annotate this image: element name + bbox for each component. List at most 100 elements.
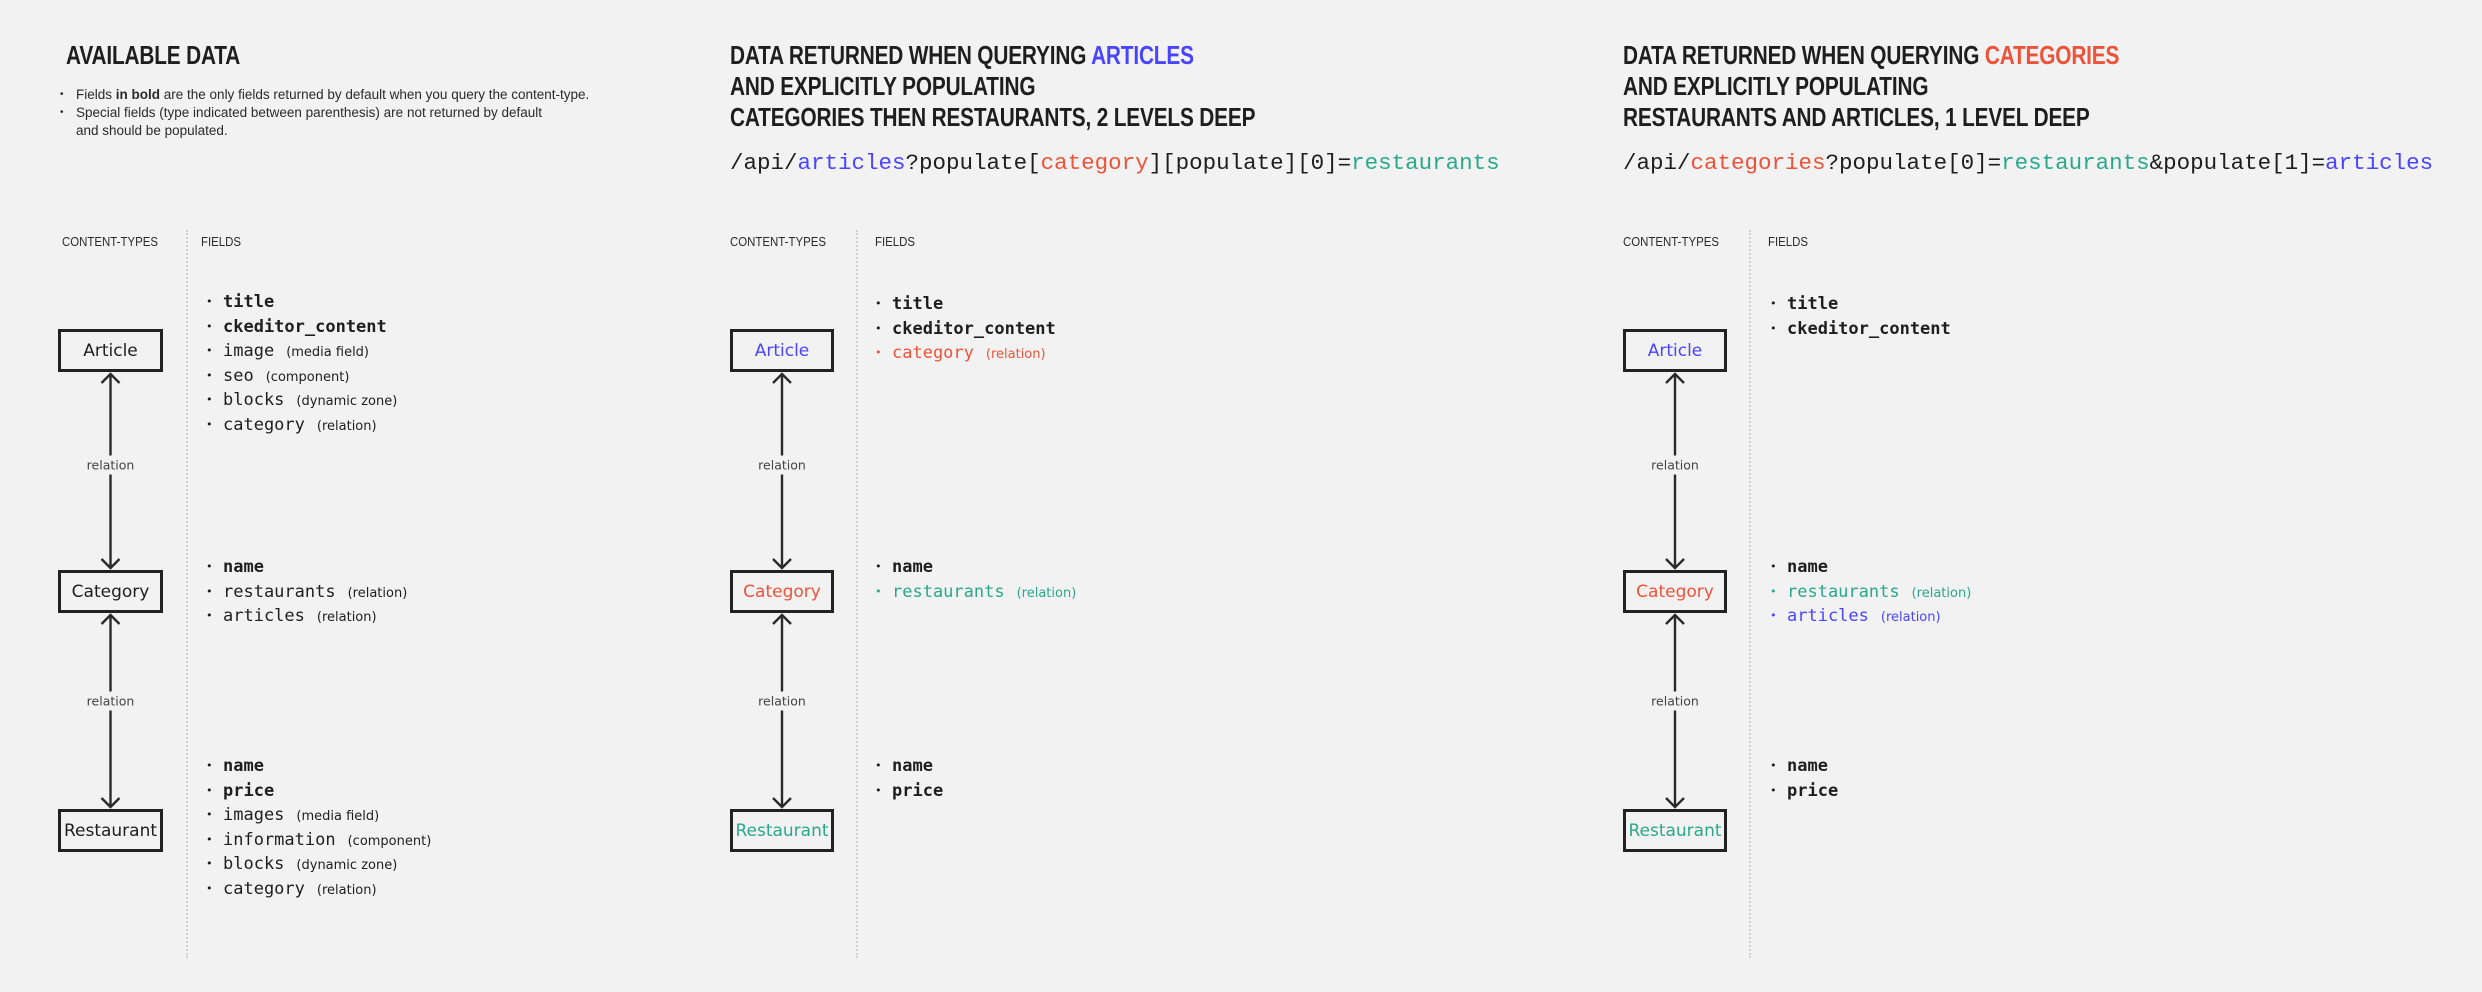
title-line: RESTAURANTS AND ARTICLES, 1 LEVEL DEEP [1623,102,2119,133]
field-type: (relation) [1880,610,1941,625]
column-title: AVAILABLE DATA [66,40,240,71]
content-types-header: CONTENT-TYPES [62,234,158,249]
content-type-name: Category [743,581,821,602]
field-name: category [223,414,305,435]
field-item: •ckeditor_content [206,315,387,339]
url-segment: articles [2325,150,2434,176]
bullet-icon: • [1770,321,1777,335]
relation-label: relation [758,455,806,475]
field-item: •title [206,290,274,314]
field-item: •title [875,292,943,316]
bullet-icon: • [206,584,213,598]
column-divider [856,230,858,958]
field-name: price [892,780,944,801]
content-type-box-article: Article [1623,329,1727,372]
field-name: name [223,557,264,577]
field-type: (component) [347,833,432,849]
url-segment: ?populate[0]= [1825,150,2002,176]
field-item: •price [1770,779,1838,803]
api-url: /api/articles?populate[category][populat… [730,150,1500,176]
fields-header: FIELDS [1768,234,1809,249]
content-type-name: Restaurant [735,820,829,841]
bullet-icon: • [206,783,213,797]
bullet-icon: • [875,321,882,335]
bullet-icon: • [1770,759,1777,772]
field-name: category [892,343,974,363]
field-name: restaurants [892,581,1005,602]
field-item: • ckeditor_content [1770,317,1951,341]
content-type-name: Restaurant [1628,820,1722,841]
field-item: •seo(component) [206,364,349,388]
field-type: (relation) [347,585,408,601]
field-item: • name [206,754,264,778]
bullet-icon: • [206,759,213,772]
relation-label: relation [86,691,135,711]
field-type: (dynamic zone) [296,858,398,873]
title-segment: CATEGORIES THEN RESTAURANTS, 2 LEVELS DE… [730,102,1256,132]
url-segment: ?populate[ [905,150,1041,176]
title-line: DATA RETURNED WHEN QUERYING CATEGORIES [1623,40,2119,71]
field-name: restaurants [223,581,336,602]
content-type-box-restaurant: Restaurant [1623,809,1727,852]
api-url: /api/categories?populate[0]=restaurants&… [1623,150,2433,176]
bullet-icon: • [875,584,882,598]
field-name: blocks [223,390,285,410]
field-type: (relation) [316,882,377,898]
content-type-box-category: Category [1623,570,1727,613]
bullet-icon: • [206,808,213,821]
field-item: •title [1770,292,1838,316]
field-item: • category (relation) [875,341,1046,365]
title-segment: DATA RETURNED WHEN QUERYING [1623,40,1985,70]
fields-header: FIELDS [201,234,242,249]
bullet-icon: • [875,346,882,359]
url-segment: articles [797,150,906,176]
content-type-name: Restaurant [63,820,158,841]
field-name: seo [223,365,254,386]
field-item: •images(media field) [206,803,379,827]
bullet-icon: • [206,881,213,895]
field-item: •name [875,555,933,579]
bidirectional-arrow [772,613,792,809]
bullet-icon: • [875,783,882,797]
field-item: •ckeditor_content [875,317,1056,341]
url-segment: restaurants [2001,150,2150,176]
field-name: ckeditor_content [1787,318,1951,339]
bullet-icon: • [206,560,213,573]
field-item: •category(relation) [206,877,377,901]
bullet-icon: • [1770,584,1777,598]
bullet-icon: • [875,297,882,310]
field-name: information [223,829,336,850]
field-name: name [223,756,264,776]
field-type: (relation) [985,347,1046,362]
url-segment: ][populate][0]= [1148,150,1352,176]
field-item: •blocks(dynamic zone) [206,852,397,876]
field-item: •articles(relation) [1770,604,1941,628]
field-name: restaurants [1787,581,1900,602]
url-segment: categories [1690,150,1826,176]
content-types-header: CONTENT-TYPES [1623,234,1719,249]
field-name: articles [1787,606,1869,626]
title-segment: CATEGORIES [1984,40,2120,70]
title-line: DATA RETURNED WHEN QUERYING ARTICLES [730,40,1255,71]
field-item: • name [875,754,933,778]
bullet-icon: • [875,759,882,772]
title-segment: AND EXPLICITLY POPULATING [1623,71,1929,101]
field-name: blocks [223,854,285,874]
field-item: • restaurants (relation) [206,580,407,604]
field-type: (media field) [296,809,380,824]
field-item: •articles(relation) [206,604,377,628]
url-segment: &populate[1]= [2149,150,2326,176]
field-type: (media field) [286,345,370,360]
title-segment: DATA RETURNED WHEN QUERYING [730,40,1092,70]
field-name: title [1787,294,1839,314]
bullet-icon: • [1770,783,1777,797]
bullet-icon: • [206,832,213,846]
title-line: CATEGORIES THEN RESTAURANTS, 2 LEVELS DE… [730,102,1255,133]
bullet-icon: • [206,609,213,622]
field-name: name [892,557,933,577]
field-type: (relation) [316,418,377,434]
field-name: name [892,756,933,776]
title-line: AND EXPLICITLY POPULATING [1623,71,2119,102]
